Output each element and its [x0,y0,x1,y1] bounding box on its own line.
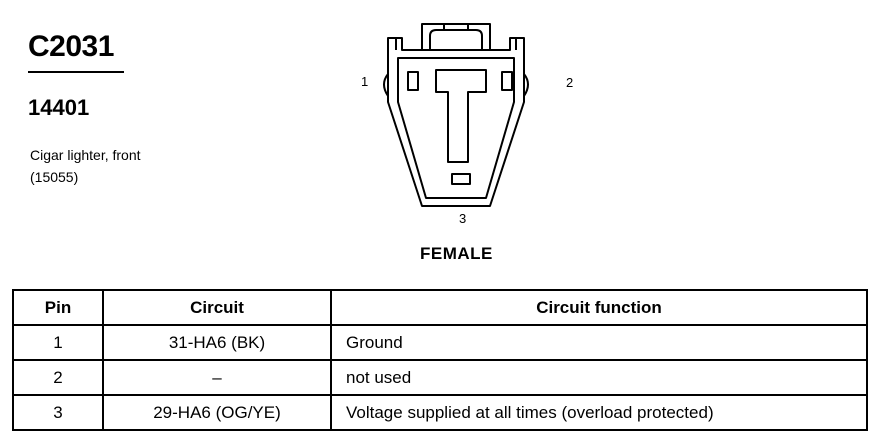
pin-label-2: 2 [566,75,574,90]
connector-face-diagram [383,23,529,207]
connector-latch [421,23,491,50]
cell-function: not used [330,359,868,396]
locating-bump-right [523,73,529,97]
cell-pin: 2 [12,359,104,396]
cell-circuit: 29-HA6 (OG/YE) [102,394,332,431]
pin-cavity-2 [501,71,513,91]
description-line-2: (15055) [30,169,79,185]
gender-label: FEMALE [420,244,493,263]
cell-function: Ground [330,324,868,361]
cell-function: Voltage supplied at all times (overload … [330,394,868,431]
table-header-row: Pin Circuit Circuit function [12,289,868,326]
pin-label-1: 1 [361,74,369,89]
cell-circuit: 31-HA6 (BK) [102,324,332,361]
description-line-1: Cigar lighter, front [30,147,141,163]
table-row: 1 31-HA6 (BK) Ground [12,324,868,361]
header-circuit: Circuit [102,289,332,326]
connector-housing-outline [387,37,525,207]
pin-cavity-3 [451,173,471,185]
cell-circuit: – [102,359,332,396]
connector-id-underline [28,71,124,73]
header-pin: Pin [12,289,104,326]
pin-label-3: 3 [459,211,467,226]
connector-id: C2031 [28,30,114,63]
cell-pin: 3 [12,394,104,431]
header-circuit-function: Circuit function [330,289,868,326]
table-row: 2 – not used [12,359,868,396]
pin-cavity-1 [407,71,419,91]
center-key-t [435,69,487,163]
part-number: 14401 [28,95,90,120]
cell-pin: 1 [12,324,104,361]
locating-bump-left [383,73,389,97]
table-row: 3 29-HA6 (OG/YE) Voltage supplied at all… [12,394,868,431]
pin-table: Pin Circuit Circuit function 1 31-HA6 (B… [12,289,868,431]
connector-inner-face [397,57,515,199]
